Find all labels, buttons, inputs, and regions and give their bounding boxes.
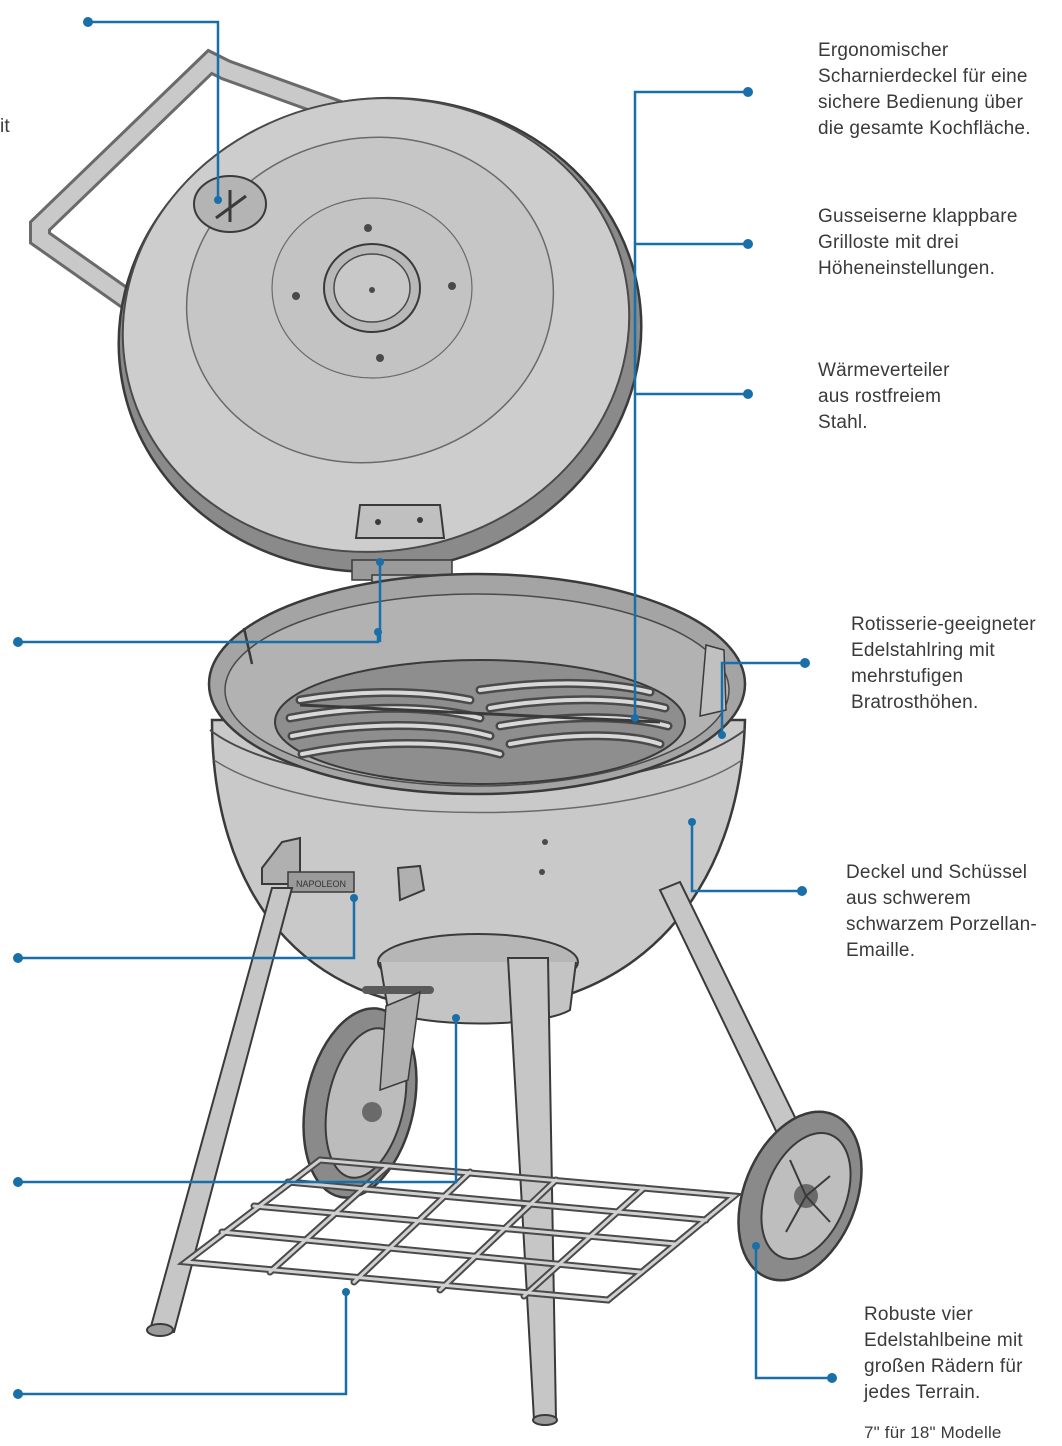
leader-ring <box>720 661 805 735</box>
leader-vent <box>18 1018 458 1184</box>
left-callout-fragment: it <box>0 116 10 137</box>
leader-rack <box>18 1292 348 1396</box>
callout-model-note: 7" für 18" Modelle <box>864 1423 1002 1442</box>
leader-lid <box>633 90 748 244</box>
rear-wheel <box>737 1110 863 1282</box>
storage-rack-highlight <box>182 1158 738 1302</box>
callout-ring: Rotisserie-geeigneter Edelstahlring mit … <box>851 614 1036 713</box>
lid <box>117 96 643 574</box>
callout-bowl: Deckel und Schüssel aus schwerem schwarz… <box>846 862 1037 961</box>
callout-lid: Ergonomischer Scharnierdeckel für eine s… <box>818 40 1031 139</box>
lid-handle <box>29 48 352 309</box>
leader-legs <box>754 1246 832 1380</box>
callout-grate: Gusseiserne klappbare Grilloste mit drei… <box>818 206 1018 279</box>
leader-bowl <box>690 822 802 893</box>
brand-plate: NAPOLEON <box>296 879 346 889</box>
leader-grate <box>633 242 748 718</box>
leader-dots <box>13 17 837 1399</box>
callout-legs: Robuste vier Edelstahlbeine mit großen R… <box>864 1304 1023 1403</box>
callout-heat-distributor: Wärmeverteiler aus rostfreiem Stahl. <box>818 360 950 433</box>
leader-handle <box>18 898 356 960</box>
leader-lines <box>18 20 832 1396</box>
front-wheel <box>302 990 421 1199</box>
leader-top-vent <box>88 20 220 200</box>
legs <box>146 880 812 1426</box>
